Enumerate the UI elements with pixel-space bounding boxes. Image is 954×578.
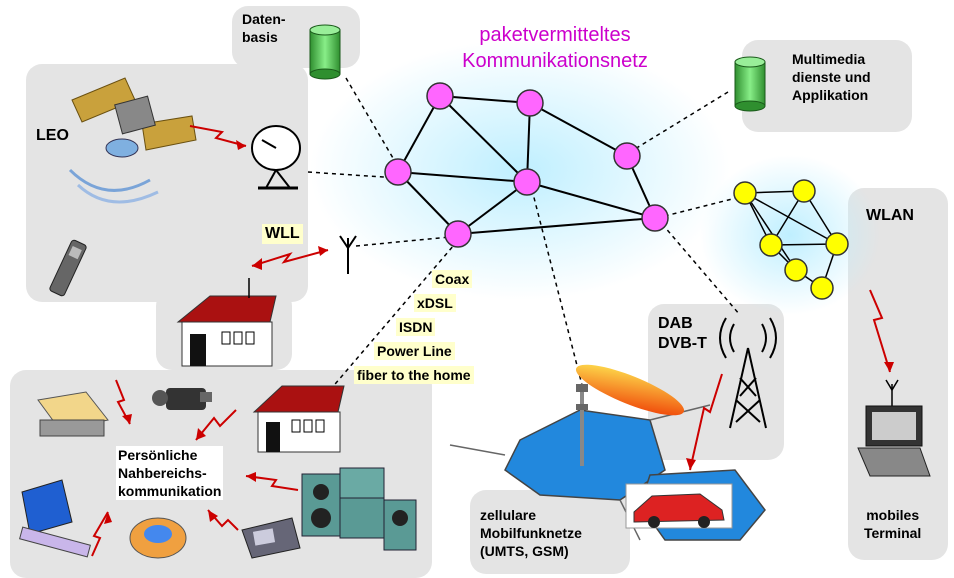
fixed-access-xdsl: xDSL (414, 294, 456, 312)
computer-monitor-icon (19, 479, 91, 558)
car-icon (625, 483, 733, 529)
database-label: Daten- basis (242, 11, 286, 45)
fixed-access-powerline: Power Line (374, 342, 455, 360)
arrow-heads (104, 140, 894, 524)
stereo-system-icon (301, 467, 417, 551)
fixed-access-ftth: fiber to the home (354, 366, 474, 384)
network-title-line2: Kommunikationsnetz (462, 50, 648, 72)
fax-machine-icon (37, 391, 109, 437)
broadcast-panel (648, 304, 784, 460)
dashed-links (307, 77, 745, 391)
multimedia-database-icon (734, 56, 766, 112)
broadcast-label: DAB DVB-T (658, 315, 707, 352)
desk-phone-icon (241, 517, 301, 559)
house-icon (176, 278, 277, 367)
personal-communication-label: Persönliche Nahbereichs- kommunikation (116, 446, 224, 500)
signal-beam (575, 364, 685, 416)
multimedia-panel (742, 40, 912, 132)
wll-antenna-icon (339, 235, 357, 274)
satellite-dish-icon (251, 125, 301, 190)
base-station-icon (575, 364, 685, 466)
wlan-glow (700, 155, 880, 315)
core-nodes (384, 82, 669, 248)
cd-player-icon (129, 517, 187, 559)
wlan-nodes (733, 179, 849, 300)
mobile-terminal-icon (857, 379, 931, 477)
multimedia-label: Multimedia dienste und Applikation (792, 51, 871, 103)
broadcast-tower-icon (719, 317, 777, 429)
camcorder-icon (152, 388, 212, 410)
mobile-terminal-label: mobiles Terminal (864, 507, 922, 541)
wlan-label: WLAN (866, 207, 914, 224)
network-title-line1: paketvermitteltes (479, 24, 631, 46)
cellular-networks-label: zellulare Mobilfunknetze (UMTS, GSM) (480, 507, 582, 559)
satellite-icon (68, 77, 197, 204)
mobile-phone-icon (49, 239, 87, 297)
cellular-label-panel (470, 490, 630, 574)
leo-label: LEO (36, 127, 69, 144)
fixed-access-isdn: ISDN (396, 318, 436, 336)
core-network-glow (310, 40, 730, 300)
network-title: paketvermitteltes Kommunikationsnetz (420, 22, 690, 74)
fixed-access-coax: Coax (432, 270, 473, 288)
wireless-arrows (91, 125, 891, 557)
database-icon (309, 24, 341, 80)
wll-label: WLL (262, 224, 303, 244)
house-icon-2 (252, 385, 345, 453)
